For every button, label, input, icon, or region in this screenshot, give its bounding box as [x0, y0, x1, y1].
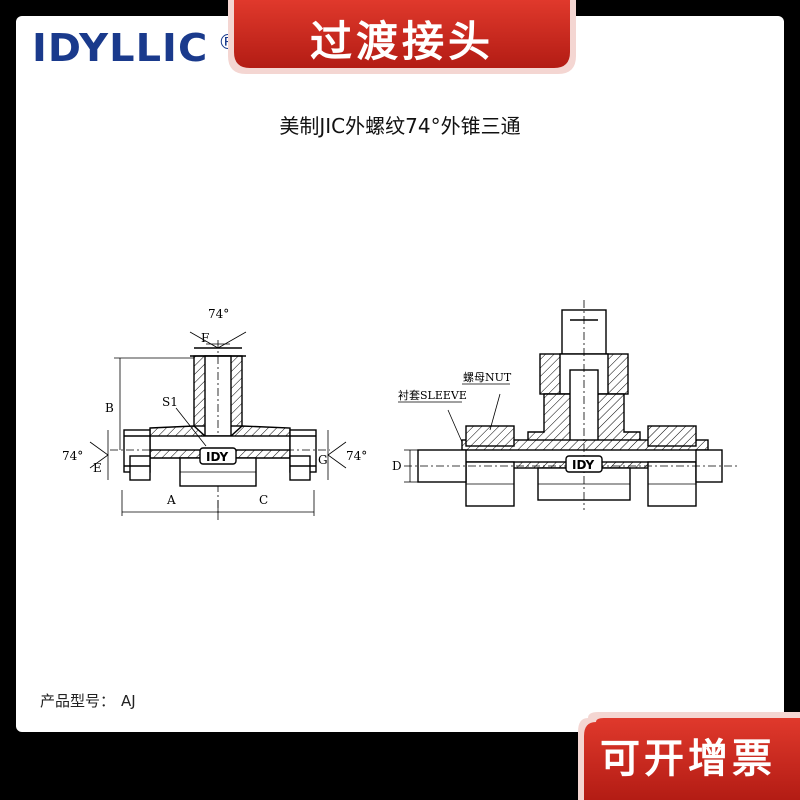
label-dim-f: F [201, 331, 209, 345]
invoice-badge-bg [578, 712, 800, 800]
product-model: 产品型号： AJ [40, 690, 142, 711]
label-dim-e: E [93, 461, 102, 475]
right-idy-stamp: IDY [572, 458, 595, 472]
label-angle-right: 74° [346, 449, 367, 463]
label-dim-d: D [392, 459, 402, 473]
label-dim-c: C [259, 493, 268, 507]
label-angle-top: 74° [208, 307, 229, 321]
brand-name: IDYLLIC [32, 26, 209, 70]
model-value: AJ [121, 692, 136, 710]
title-banner: 过渡接头 [228, 0, 576, 78]
invoice-badge-text: 可开增票 [600, 736, 776, 782]
right-tee-assembly [398, 300, 740, 510]
left-idy-stamp: IDY [206, 450, 229, 464]
label-angle-left: 74° [62, 449, 83, 463]
invoice-badge: 可开增票 [578, 712, 800, 800]
product-card [16, 16, 784, 732]
label-dim-g: G [318, 453, 328, 467]
model-label: 产品型号： [40, 692, 116, 710]
label-sleeve: 衬套SLEEVE [398, 389, 467, 402]
left-tee-section [89, 331, 347, 520]
brand-logo: IDYLLIC ® [32, 26, 238, 76]
label-nut: 螺母NUT [463, 371, 512, 384]
banner-title: 过渡接头 [309, 17, 494, 66]
label-dim-b: B [105, 401, 114, 415]
label-dim-s1: S1 [162, 395, 178, 409]
label-dim-a: A [166, 493, 176, 507]
page-subtitle: 美制JIC外螺纹74°外锥三通 [279, 114, 521, 138]
title-banner-bg [228, 0, 576, 74]
